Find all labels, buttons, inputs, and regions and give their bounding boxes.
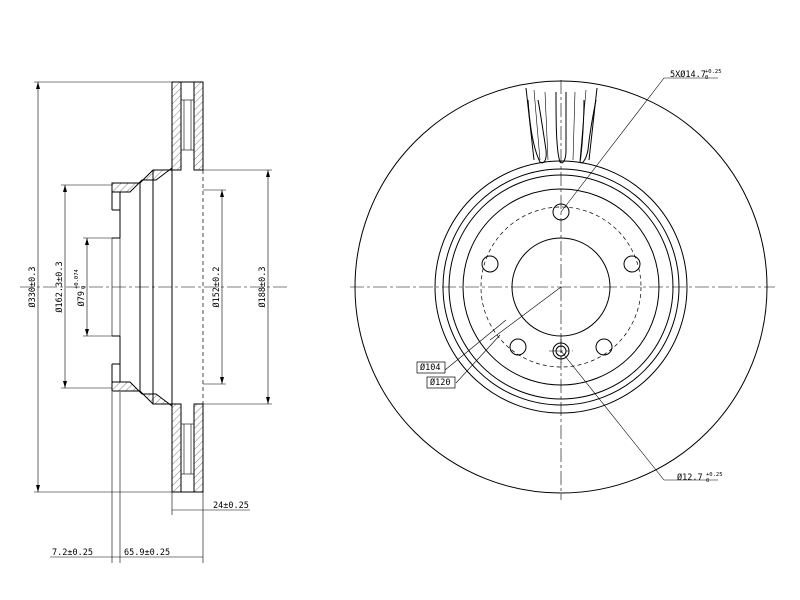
side-section-view: Ø330±0.3 Ø162.3±0.3 Ø79 +0.074 0 Ø152±0.… xyxy=(20,81,290,563)
svg-text:+0.074: +0.074 xyxy=(74,268,80,289)
bolt-circle-small-box xyxy=(416,361,446,374)
svg-text:Ø12.7: Ø12.7 xyxy=(677,472,703,483)
bolt-holes-label: 5XØ14.7 +0.25 0 xyxy=(670,69,722,81)
svg-text:+0.25: +0.25 xyxy=(706,472,723,478)
svg-text:+0.25: +0.25 xyxy=(705,69,722,75)
svg-text:Ø79: Ø79 xyxy=(76,291,87,306)
svg-text:0: 0 xyxy=(706,478,709,484)
thickness-label: 24±0.25 xyxy=(213,501,249,511)
hat-section-top xyxy=(111,167,173,239)
rotor-ring-bottom xyxy=(171,403,204,493)
bolt-circle xyxy=(480,206,642,368)
outer-diameter-label: Ø330±0.3 xyxy=(27,267,38,308)
front-view: 5XØ14.7 +0.25 0 Ø12.7 +0.25 0 Ø104 Ø120 xyxy=(350,69,775,500)
outer-disc-edge xyxy=(354,80,768,494)
bolt-circle-small-label: Ø104 xyxy=(420,362,440,373)
hat-edge xyxy=(462,188,660,386)
hat-section-bottom xyxy=(111,335,173,407)
vent-cutaway xyxy=(525,87,598,164)
friction-inner-edge xyxy=(434,160,688,414)
svg-text:0: 0 xyxy=(705,75,708,81)
total-height-label: 65.9±0.25 xyxy=(124,548,170,558)
rotor-ring-top xyxy=(171,81,204,171)
side-dimension-lines xyxy=(34,81,272,563)
pcd-diameter-label: Ø162.3±0.3 xyxy=(54,261,65,312)
hat-offset-label: 7.2±0.25 xyxy=(52,548,93,558)
center-bore xyxy=(511,237,611,337)
bolt-circle-large-label: Ø120 xyxy=(430,377,450,388)
hub-bore-label: Ø79 +0.074 0 xyxy=(74,268,87,306)
leader-lines xyxy=(444,77,718,481)
bolt-holes xyxy=(481,203,641,356)
svg-text:0: 0 xyxy=(81,286,87,289)
locating-hole-label: Ø12.7 +0.25 0 xyxy=(677,472,723,484)
bolt-circle-large-box xyxy=(426,376,456,389)
hat-diameter-label: Ø188±0.3 xyxy=(257,267,268,308)
svg-text:5XØ14.7: 5XØ14.7 xyxy=(670,69,706,80)
inner-face-diameter-label: Ø152±0.2 xyxy=(211,267,222,308)
